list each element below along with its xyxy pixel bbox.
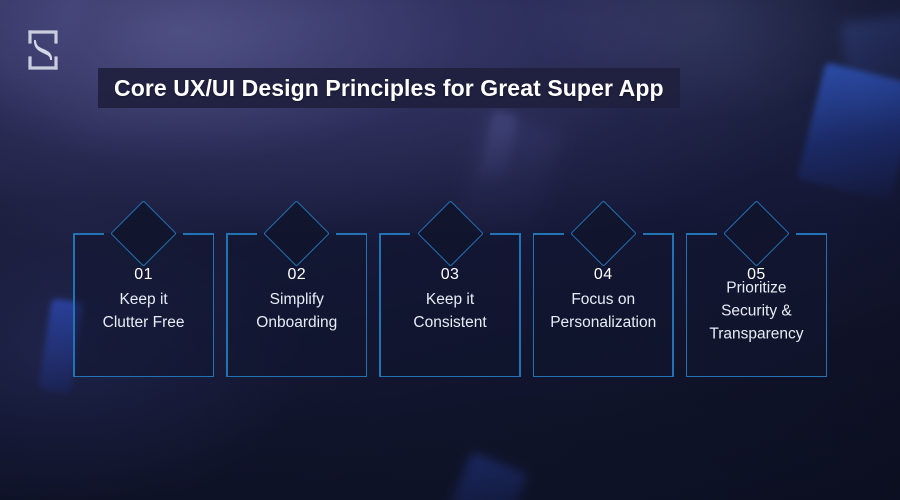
card-label: Keep it Clutter Free — [102, 291, 185, 331]
card-border-right — [672, 233, 674, 377]
card-border-bottom — [532, 375, 674, 377]
principle-card-03[interactable]: 03 Keep it Consistent — [379, 199, 521, 377]
card-border-left — [73, 233, 75, 377]
brand-logo-icon — [28, 30, 58, 70]
card-diamond-badge — [569, 199, 637, 267]
card-label: Keep it Consistent — [413, 291, 487, 331]
card-border-top-left — [532, 233, 564, 235]
principle-card-02[interactable]: 02 Simplify Onboarding — [226, 199, 368, 377]
card-border-left — [532, 233, 535, 377]
card-number: 03 — [440, 266, 460, 283]
card-border-top-right — [183, 233, 215, 235]
card-border-left — [226, 233, 228, 377]
card-border-top-right — [336, 233, 368, 235]
card-border-top-left — [379, 233, 411, 235]
card-border-left — [379, 233, 381, 377]
card-border-top-left — [226, 233, 258, 235]
card-border-right — [365, 233, 368, 377]
card-number: 04 — [593, 266, 613, 283]
card-border-top-left — [685, 233, 717, 235]
card-diamond-badge — [723, 199, 790, 267]
card-border-bottom — [379, 375, 521, 377]
card-border-top-right — [489, 233, 521, 235]
card-border-right — [519, 233, 521, 377]
card-border-right — [825, 233, 828, 377]
card-border-top-right — [642, 233, 674, 235]
card-number: 01 — [134, 266, 153, 283]
principle-card-01[interactable]: 01 Keep it Clutter Free — [73, 199, 215, 377]
principle-card-05[interactable]: 05 Prioritize Security & Transparency — [685, 199, 828, 377]
principle-card-04[interactable]: 04 Focus on Personalization — [532, 199, 674, 377]
principles-row: 01 Keep it Clutter Free 02 Simplify Onbo… — [73, 199, 828, 380]
card-label: Simplify Onboarding — [256, 291, 338, 331]
card-diamond-badge — [416, 199, 484, 267]
page-title: Core UX/UI Design Principles for Great S… — [114, 74, 664, 101]
brand-logo — [22, 27, 64, 73]
card-label: Prioritize Security & Transparency — [709, 279, 804, 343]
card-border-bottom — [73, 375, 215, 377]
card-border-right — [212, 233, 215, 377]
card-border-top-left — [73, 233, 105, 235]
card-diamond-badge — [110, 199, 177, 267]
card-border-bottom — [226, 375, 368, 377]
card-diamond-badge — [263, 199, 331, 267]
card-border-top-right — [795, 233, 828, 235]
card-border-bottom — [685, 375, 828, 377]
page-title-bar: Core UX/UI Design Principles for Great S… — [98, 68, 680, 108]
card-label: Focus on Personalization — [550, 291, 657, 331]
card-number: 05 — [747, 266, 766, 283]
card-number: 02 — [287, 266, 307, 283]
card-border-left — [685, 233, 688, 377]
